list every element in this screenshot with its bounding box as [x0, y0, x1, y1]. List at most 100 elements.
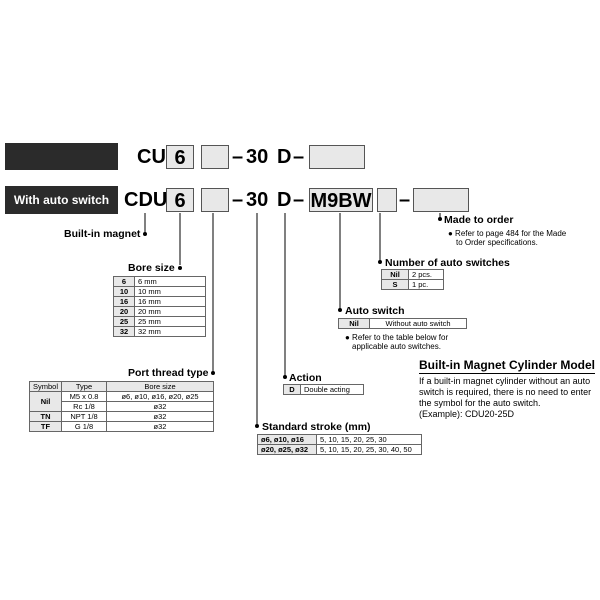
option-box-row1	[309, 145, 365, 169]
dash2-row1: –	[293, 146, 305, 168]
port-bore-1: ø32	[106, 401, 215, 412]
bore-size-title: Bore size	[128, 262, 175, 274]
made-to-order-note2: to Order specifications.	[456, 238, 538, 247]
port-type-0: M5 x 0.8	[61, 391, 108, 402]
made-to-order-title: Made to order	[444, 214, 514, 226]
code-cu: CU	[137, 146, 166, 168]
action-val: Double acting	[300, 384, 364, 395]
port-sym-3: TF	[28, 421, 63, 432]
dash1-row1: –	[232, 146, 244, 168]
port-box-row1	[201, 145, 229, 169]
made-to-order-box	[413, 188, 469, 212]
bore-val-0: 6 mm	[134, 276, 206, 287]
port-type-2: NPT 1/8	[61, 411, 108, 422]
bore-sym-3: 20	[113, 306, 135, 317]
dash1-row2: –	[232, 189, 244, 211]
bore-val-4: 25 mm	[134, 316, 206, 327]
stroke-bore-1: ø20, ø25, ø32	[257, 444, 317, 455]
bore-sym-5: 32	[113, 326, 135, 337]
port-type-1: Rc 1/8	[61, 401, 108, 412]
port-type-3: G 1/8	[61, 421, 108, 432]
action-sym: D	[283, 384, 301, 395]
switch-box: M9BW	[309, 188, 373, 212]
dash3-row2: –	[399, 189, 411, 211]
auto-switch-title: Auto switch	[345, 305, 405, 317]
builtin-magnet-dot	[143, 232, 147, 236]
table-row: Nil M5 x 0.8 ø6, ø10, ø16, ø20, ø25	[28, 391, 215, 412]
auto-switch-dot	[338, 308, 342, 312]
action-dot	[283, 375, 287, 379]
num-switches-title: Number of auto switches	[385, 257, 510, 269]
port-thread-dot	[211, 371, 215, 375]
port-header-bore: Bore size	[106, 381, 215, 392]
magnet-model-line1: If a built-in magnet cylinder without an…	[419, 376, 591, 386]
num-switches-val-0: 2 pcs.	[408, 269, 444, 280]
bore-val-2: 16 mm	[134, 296, 206, 307]
standard-stroke-dot	[255, 424, 259, 428]
port-header-symbol: Symbol	[28, 381, 63, 392]
stroke-row2: 30	[246, 189, 269, 211]
stroke-vals-0: 5, 10, 15, 20, 25, 30	[316, 434, 422, 445]
bore-val-5: 32 mm	[134, 326, 206, 337]
port-sym-2: TN	[28, 411, 63, 422]
auto-switch-note2: applicable auto switches.	[352, 342, 441, 351]
port-header-type: Type	[61, 381, 108, 392]
port-sym-0: Nil	[28, 391, 63, 412]
port-bore-0: ø6, ø10, ø16, ø20, ø25	[106, 391, 215, 402]
bore-sym-2: 16	[113, 296, 135, 307]
with-auto-switch-label: With auto switch	[5, 186, 118, 214]
code-cdu: CDU	[124, 189, 168, 211]
row1-black-bar	[5, 143, 118, 170]
made-to-order-note1: ● Refer to page 484 for the Made	[448, 229, 567, 238]
stroke-row1: 30	[246, 146, 269, 168]
stroke-bore-0: ø6, ø10, ø16	[257, 434, 317, 445]
action-row2: D	[277, 189, 292, 211]
standard-stroke-title: Standard stroke (mm)	[262, 421, 371, 433]
bore-sym-4: 25	[113, 316, 135, 327]
magnet-model-line4: (Example): CDU20-25D	[419, 409, 515, 419]
magnet-model-title: Built-in Magnet Cylinder Model	[419, 358, 595, 374]
bore-val-1: 10 mm	[134, 286, 206, 297]
port-thread-table: Symbol Type Bore size Nil M5 x 0.8 ø6, ø…	[28, 381, 215, 432]
bore-sym-0: 6	[113, 276, 135, 287]
auto-switch-sym: Nil	[338, 318, 370, 329]
builtin-magnet-label: Built-in magnet	[64, 228, 141, 240]
num-switches-sym-0: Nil	[381, 269, 409, 280]
auto-switch-note1: ● Refer to the table below for	[345, 333, 449, 342]
dash2-row2: –	[293, 189, 305, 211]
table-header-row: Symbol Type Bore size	[28, 381, 215, 392]
bore-box-row2: 6	[166, 188, 194, 212]
port-box-row2	[201, 188, 229, 212]
action-row1: D	[277, 146, 292, 168]
auto-switch-val: Without auto switch	[369, 318, 467, 329]
bore-val-3: 20 mm	[134, 306, 206, 317]
num-switch-box	[377, 188, 397, 212]
table-row: TF G 1/8 ø32	[28, 421, 215, 432]
port-bore-3: ø32	[106, 421, 215, 432]
bore-sym-1: 10	[113, 286, 135, 297]
magnet-model-line2: switch is required, there is no need to …	[419, 387, 592, 397]
magnet-model-line3: the symbol for the auto switch.	[419, 398, 541, 408]
num-switches-sym-1: S	[381, 279, 409, 290]
bore-box-row1: 6	[166, 145, 194, 169]
made-to-order-dot	[438, 217, 442, 221]
port-thread-title: Port thread type	[128, 367, 209, 379]
action-title: Action	[289, 372, 322, 384]
